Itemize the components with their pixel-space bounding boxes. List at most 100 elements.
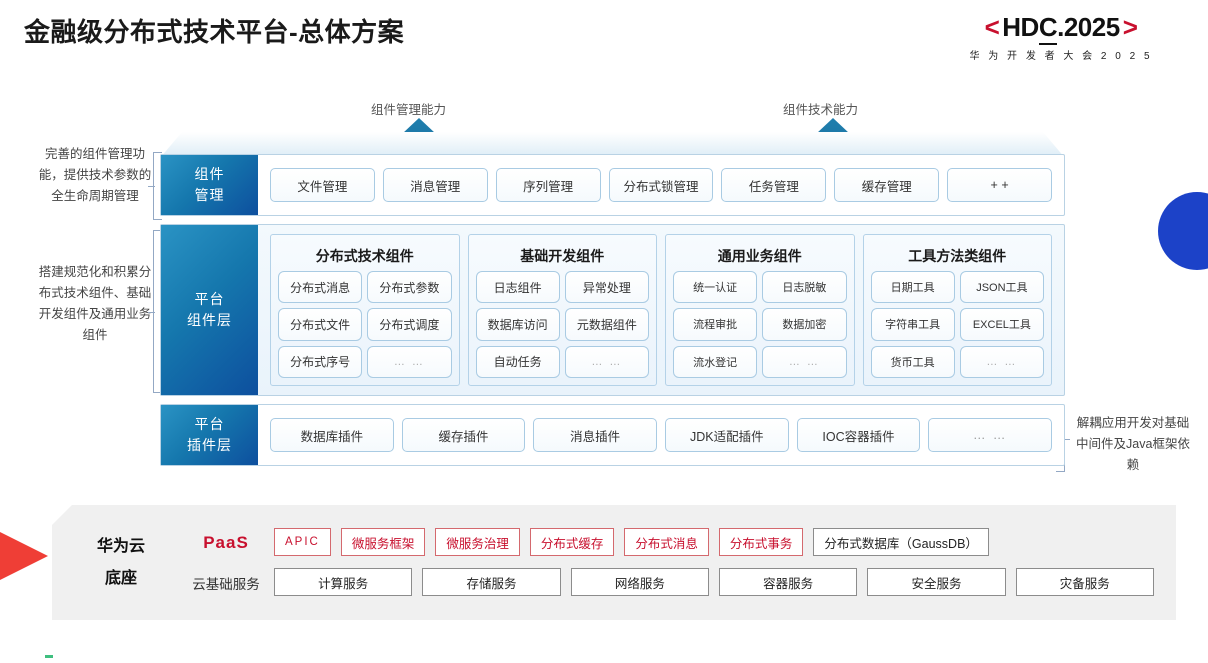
paas-chip-microservice-governance[interactable]: 微服务治理 bbox=[435, 528, 520, 556]
cell-metadata-component[interactable]: 元数据组件 bbox=[564, 308, 649, 341]
paas-chip-distributed-cache[interactable]: 分布式缓存 bbox=[529, 528, 615, 556]
infra-chip-network[interactable]: 网络服务 bbox=[570, 568, 709, 596]
paas-chip-distributed-transaction[interactable]: 分布式事务 bbox=[718, 528, 804, 556]
infra-chip-storage[interactable]: 存储服务 bbox=[422, 568, 561, 596]
layer-title-platform-plugin: 平台 插件层 bbox=[161, 405, 258, 465]
cell-distributed-file[interactable]: 分布式文件 bbox=[278, 308, 363, 341]
hdc-right-bracket-icon: > bbox=[1122, 12, 1138, 42]
layer-title-line2: 插件层 bbox=[187, 437, 232, 453]
layer-title-line2: 组件层 bbox=[187, 312, 232, 328]
cloud-base-title-line2: 底座 bbox=[104, 570, 137, 587]
hdc-logo-subtitle: 华 为 开 发 者 大 会 2 0 2 5 bbox=[969, 51, 1153, 62]
layer-body-platform-component: 分布式技术组件 分布式消息 分布式参数 分布式文件 分布式调度 分布式序号 … … bbox=[258, 225, 1064, 395]
paas-chip-distributed-database[interactable]: 分布式数据库（GaussDB） bbox=[813, 528, 989, 556]
layer-component-management: 组件 管理 文件管理 消息管理 序列管理 分布式锁管理 任务管理 缓存管理 + … bbox=[160, 154, 1065, 216]
cell-date-tool[interactable]: 日期工具 bbox=[870, 271, 955, 304]
cell-distributed-more[interactable]: … … bbox=[367, 345, 452, 378]
infra-service-row: 计算服务 存储服务 网络服务 容器服务 安全服务 灾备服务 bbox=[274, 568, 1154, 596]
green-tick-decoration bbox=[45, 655, 53, 658]
chip-cache-management[interactable]: 缓存管理 bbox=[834, 168, 940, 202]
cell-string-tool[interactable]: 字符串工具 bbox=[870, 308, 955, 341]
cell-process-approval[interactable]: 流程审批 bbox=[673, 308, 758, 341]
cell-tool-methods-more[interactable]: … … bbox=[959, 345, 1044, 378]
arrow-label-management-capability: 组件管理能力 bbox=[371, 103, 447, 117]
cell-database-access[interactable]: 数据库访问 bbox=[475, 308, 560, 341]
bracket-left-bottom-icon bbox=[148, 230, 162, 393]
chip-distributed-lock-management[interactable]: 分布式锁管理 bbox=[608, 168, 714, 202]
huawei-cloud-base-panel: 华为云 底座 PaaS 云基础服务 APIC 微服务框架 微服务治理 分布式缓存… bbox=[52, 505, 1176, 620]
hdc-logo-main: <HDC.2025> bbox=[926, 12, 1196, 45]
chip-jdk-adapter-plugin[interactable]: JDK适配插件 bbox=[665, 418, 789, 452]
group-title-general-business: 通用业务组件 bbox=[717, 248, 802, 264]
cell-data-encryption[interactable]: 数据加密 bbox=[762, 308, 847, 341]
group-grid-tool-methods: 日期工具 JSON工具 字符串工具 EXCEL工具 货币工具 … … bbox=[870, 271, 1044, 378]
cell-exception-handling[interactable]: 异常处理 bbox=[564, 271, 649, 304]
paas-label: PaaS bbox=[203, 533, 249, 552]
cell-distributed-message[interactable]: 分布式消息 bbox=[278, 271, 363, 304]
cell-unified-auth[interactable]: 统一认证 bbox=[673, 271, 758, 304]
cell-basic-dev-more[interactable]: … … bbox=[564, 345, 649, 378]
group-grid-distributed-tech: 分布式消息 分布式参数 分布式文件 分布式调度 分布式序号 … … bbox=[278, 271, 452, 378]
paas-chip-distributed-message[interactable]: 分布式消息 bbox=[624, 528, 709, 556]
cell-log-masking[interactable]: 日志脱敏 bbox=[762, 271, 847, 304]
chip-ioc-container-plugin[interactable]: IOC容器插件 bbox=[796, 418, 921, 452]
group-title-distributed-tech: 分布式技术组件 bbox=[315, 248, 414, 264]
layer-platform-component: 平台 组件层 分布式技术组件 分布式消息 分布式参数 分布式文件 分布式调度 分… bbox=[160, 224, 1065, 396]
group-card-tool-methods: 工具方法类组件 日期工具 JSON工具 字符串工具 EXCEL工具 货币工具 …… bbox=[862, 234, 1052, 386]
stack-top-bevel bbox=[160, 132, 1065, 158]
infra-services-label: 云基础服务 bbox=[192, 577, 260, 592]
chip-cache-plugin[interactable]: 缓存插件 bbox=[401, 418, 526, 452]
hdc-text-a: HD bbox=[1002, 12, 1039, 42]
cell-general-business-more[interactable]: … … bbox=[762, 345, 847, 378]
layer-title-line1: 平台 bbox=[194, 291, 225, 307]
infra-chip-security[interactable]: 安全服务 bbox=[867, 568, 1006, 596]
cell-distributed-sequence[interactable]: 分布式序号 bbox=[278, 345, 363, 378]
layer-title-line1: 平台 bbox=[194, 416, 225, 432]
group-grid-basic-dev: 日志组件 异常处理 数据库访问 元数据组件 自动任务 … … bbox=[475, 271, 649, 378]
red-arrow-decoration bbox=[0, 508, 48, 604]
group-card-general-business: 通用业务组件 统一认证 日志脱敏 流程审批 数据加密 流水登记 … … bbox=[665, 234, 855, 386]
hdc-logo: <HDC.2025> 华 为 开 发 者 大 会 2 0 2 5 bbox=[926, 12, 1196, 62]
layer-body-platform-plugin: 数据库插件 缓存插件 消息插件 JDK适配插件 IOC容器插件 … … bbox=[258, 405, 1064, 465]
hdc-text-b: .2025 bbox=[1057, 12, 1120, 42]
paas-service-row: APIC 微服务框架 微服务治理 分布式缓存 分布式消息 分布式事务 分布式数据… bbox=[274, 528, 1154, 556]
cell-distributed-parameter[interactable]: 分布式参数 bbox=[367, 271, 452, 304]
group-title-basic-dev: 基础开发组件 bbox=[520, 248, 605, 264]
chip-database-plugin[interactable]: 数据库插件 bbox=[270, 418, 394, 452]
cell-currency-tool[interactable]: 货币工具 bbox=[870, 345, 955, 378]
annotation-right: 解耦应用开发对基础中间件及Java框架依赖 bbox=[1076, 416, 1190, 472]
group-title-tool-methods: 工具方法类组件 bbox=[908, 248, 1007, 264]
chip-add-more[interactable]: + + bbox=[947, 168, 1053, 202]
group-card-basic-dev: 基础开发组件 日志组件 异常处理 数据库访问 元数据组件 自动任务 … … bbox=[467, 234, 657, 386]
chip-plugin-more[interactable]: … … bbox=[928, 418, 1053, 452]
platform-stack: 组件 管理 文件管理 消息管理 序列管理 分布式锁管理 任务管理 缓存管理 + … bbox=[160, 132, 1065, 482]
hdc-left-bracket-icon: < bbox=[984, 12, 1000, 42]
cell-log-component[interactable]: 日志组件 bbox=[475, 271, 560, 304]
chip-message-plugin[interactable]: 消息插件 bbox=[533, 418, 658, 452]
cell-transaction-register[interactable]: 流水登记 bbox=[673, 345, 758, 378]
infra-chip-compute[interactable]: 计算服务 bbox=[274, 568, 413, 596]
hdc-text-underlined: C bbox=[1038, 12, 1058, 45]
paas-chip-microservice-framework[interactable]: 微服务框架 bbox=[340, 528, 426, 556]
page-title: 金融级分布式技术平台-总体方案 bbox=[24, 17, 405, 47]
chip-sequence-management[interactable]: 序列管理 bbox=[495, 168, 601, 202]
paas-chip-apic[interactable]: APIC bbox=[274, 528, 331, 556]
chip-file-management[interactable]: 文件管理 bbox=[270, 168, 375, 202]
chip-task-management[interactable]: 任务管理 bbox=[721, 168, 827, 202]
cell-excel-tool[interactable]: EXCEL工具 bbox=[959, 308, 1044, 341]
cloud-base-title-line1: 华为云 bbox=[96, 538, 145, 555]
chip-message-management[interactable]: 消息管理 bbox=[382, 168, 488, 202]
group-grid-general-business: 统一认证 日志脱敏 流程审批 数据加密 流水登记 … … bbox=[673, 271, 847, 378]
cell-json-tool[interactable]: JSON工具 bbox=[959, 271, 1044, 304]
layer-platform-plugin: 平台 插件层 数据库插件 缓存插件 消息插件 JDK适配插件 IOC容器插件 …… bbox=[160, 404, 1065, 466]
infra-chip-container[interactable]: 容器服务 bbox=[718, 568, 858, 596]
annotation-left-bottom: 搭建规范化和积累分布式技术组件、基础开发组件及通用业务组件 bbox=[38, 265, 152, 342]
infra-chip-disaster-recovery[interactable]: 灾备服务 bbox=[1015, 568, 1154, 596]
bracket-left-top-icon bbox=[148, 152, 162, 220]
group-card-distributed-tech: 分布式技术组件 分布式消息 分布式参数 分布式文件 分布式调度 分布式序号 … … bbox=[270, 234, 460, 386]
layer-title-platform-component: 平台 组件层 bbox=[161, 225, 258, 395]
cell-distributed-schedule[interactable]: 分布式调度 bbox=[367, 308, 452, 341]
blue-circle-decoration bbox=[1158, 192, 1208, 270]
cell-auto-task[interactable]: 自动任务 bbox=[475, 345, 560, 378]
layer-body-component-management: 文件管理 消息管理 序列管理 分布式锁管理 任务管理 缓存管理 + + bbox=[258, 155, 1064, 215]
